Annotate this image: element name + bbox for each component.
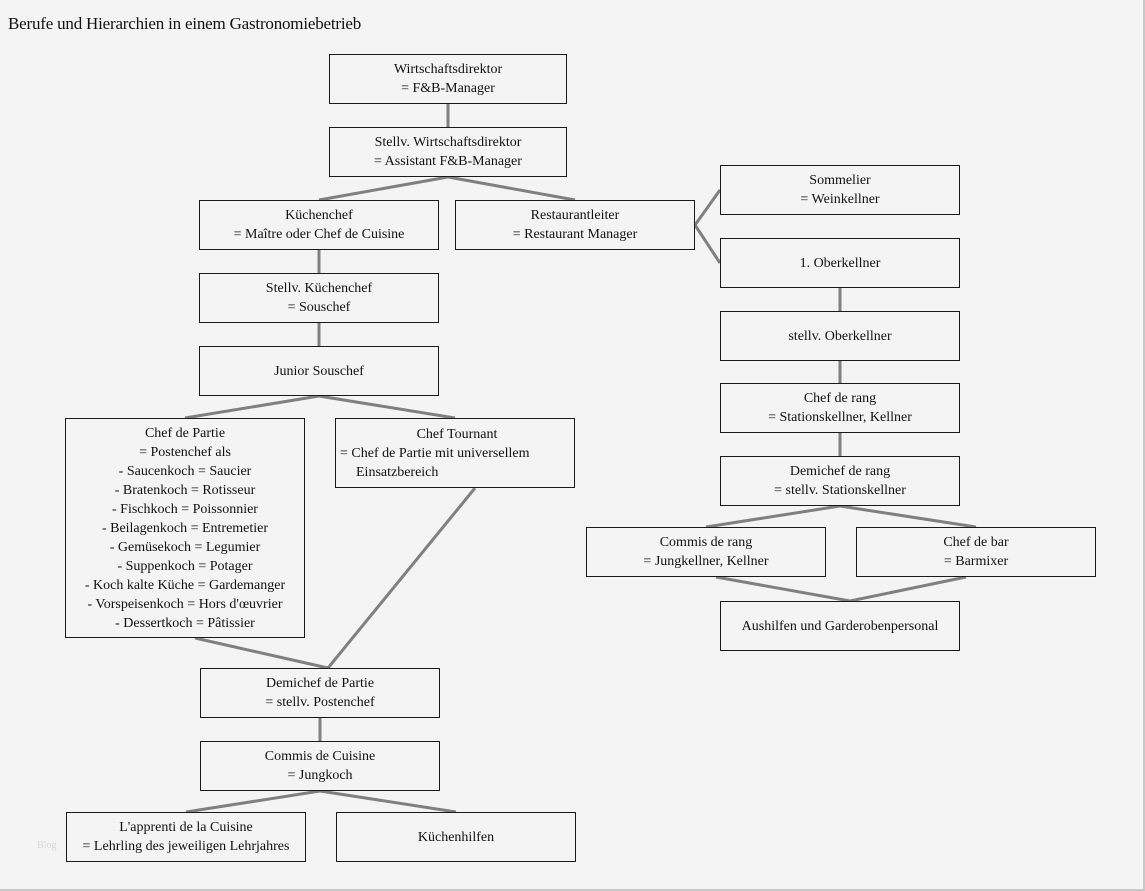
node-subtitle: - Suppenkoch = Potager xyxy=(117,558,253,574)
node-kuechenchef: Küchenchef = Maître oder Chef de Cuisine xyxy=(199,200,439,250)
node-title: Aushilfen und Garderobenpersonal xyxy=(741,618,939,634)
node-subtitle: = Jungkoch xyxy=(287,768,353,783)
node-subtitle: - Saucenkoch = Saucier xyxy=(118,463,252,479)
node-subtitle: = Chef de Partie mit universellem xyxy=(340,445,530,461)
connector-chef_de_partie-to-demichef_de_partie xyxy=(194,636,329,670)
node-wirtschaftsdirektor: Wirtschaftsdirektor = F&B-Manager xyxy=(329,54,567,104)
node-subtitle: - Vorspeisenkoch = Hors d'œuvrier xyxy=(87,596,283,612)
node-commis-de-rang: Commis de rang = Jungkellner, Kellner xyxy=(586,527,826,577)
connector-junior_souschef-to-chef_de_partie xyxy=(184,394,320,420)
node-subtitle: - Koch kalte Küche = Gardemanger xyxy=(84,577,286,593)
node-title: L'apprenti de la Cuisine xyxy=(119,820,253,835)
connector-commis_de_cuisine-to-kuechenhilfen xyxy=(319,789,457,814)
node-stellv-kuechenchef: Stellv. Küchenchef = Souschef xyxy=(199,273,439,323)
node-sommelier: Sommelier = Weinkellner xyxy=(720,165,960,215)
connector-restaurantleiter-to-oberkellner xyxy=(693,224,722,264)
node-subtitle: = Barmixer xyxy=(943,554,1009,569)
diagram-title: Berufe und Hierarchien in einem Gastrono… xyxy=(8,14,362,33)
node-title: Chef de bar xyxy=(943,535,1009,550)
connector-restaurantleiter-to-sommelier xyxy=(693,189,722,226)
node-title: Demichef de rang xyxy=(789,464,891,479)
node-title: stellv. Oberkellner xyxy=(788,328,892,344)
node-title: Chef Tournant xyxy=(416,426,498,442)
node-aushilfen: Aushilfen und Garderobenpersonal xyxy=(720,601,960,651)
node-subtitle: - Gemüsekoch = Legumier xyxy=(109,539,261,555)
node-commis-de-cuisine: Commis de Cuisine = Jungkoch xyxy=(200,741,440,791)
node-title: 1. Oberkellner xyxy=(799,255,881,271)
node-title: Chef de rang xyxy=(803,391,877,406)
node-subtitle: - Fischkoch = Poissonnier xyxy=(112,501,258,517)
node-title: Wirtschaftsdirektor xyxy=(393,62,503,77)
node-title: Commis de rang xyxy=(659,535,753,550)
node-subtitle: - Beilagenkoch = Entremetier xyxy=(101,520,269,536)
node-chef-de-bar: Chef de bar = Barmixer xyxy=(856,527,1096,577)
connector-junior_souschef-to-chef_tournant xyxy=(318,394,456,420)
node-chef-de-rang: Chef de rang = Stationskellner, Kellner xyxy=(720,383,960,433)
node-subtitle: = stellv. Stationskellner xyxy=(774,483,906,498)
node-subtitle: = Assistant F&B-Manager xyxy=(374,154,522,169)
node-subtitle: - Bratenkoch = Rotisseur xyxy=(114,482,256,498)
node-subtitle: = stellv. Postenchef xyxy=(265,695,375,710)
node-stellv-wirtschaftsdirektor: Stellv. Wirtschaftsdirektor = Assistant F… xyxy=(329,127,567,177)
node-subtitle: Einsatzbereich xyxy=(356,464,439,480)
connector-stellv_wirtschaftsdirektor-to-kuechenchef xyxy=(318,175,449,202)
connector-demichef_de_rang-to-chef_de_bar xyxy=(839,504,977,529)
node-apprenti: L'apprenti de la Cuisine = Lehrling des j… xyxy=(66,812,306,862)
connector-chef_tournant-to-demichef_de_partie xyxy=(326,487,477,669)
node-title: Stellv. Küchenchef xyxy=(265,281,373,296)
node-title: Restaurantleiter xyxy=(530,208,620,223)
node-subtitle: = Stationskellner, Kellner xyxy=(768,410,912,425)
watermark: Blog xyxy=(37,840,57,851)
node-title: Stellv. Wirtschaftsdirektor xyxy=(374,135,522,150)
node-title: Sommelier xyxy=(809,173,871,188)
node-subtitle: = Jungkellner, Kellner xyxy=(643,554,769,569)
node-stellv-oberkellner: stellv. Oberkellner xyxy=(720,311,960,361)
node-subtitle: - Dessertkoch = Pâtissier xyxy=(115,615,255,631)
connector-chef_de_bar-to-aushilfen xyxy=(849,575,967,603)
node-subtitle: = Maître oder Chef de Cuisine xyxy=(233,227,405,242)
node-restaurantleiter: Restaurantleiter = Restaurant Manager xyxy=(455,200,695,250)
node-demichef-de-rang: Demichef de rang = stellv. Stationskellne… xyxy=(720,456,960,506)
connector-commis_de_rang-to-aushilfen xyxy=(715,575,851,603)
node-subtitle: = Postenchef als xyxy=(139,444,231,460)
node-title: Junior Souschef xyxy=(274,363,364,379)
node-chef-tournant: Chef Tournant = Chef de Partie mit univer… xyxy=(335,418,575,488)
connector-demichef_de_rang-to-commis_de_rang xyxy=(705,504,841,529)
node-oberkellner: 1. Oberkellner xyxy=(720,238,960,288)
node-title: Chef de Partie xyxy=(144,425,226,441)
node-subtitle: = Restaurant Manager xyxy=(512,227,638,242)
node-title: Küchenhilfen xyxy=(417,829,495,845)
connector-stellv_wirtschaftsdirektor-to-restaurantleiter xyxy=(447,175,576,202)
node-title: Commis de Cuisine xyxy=(264,749,376,764)
node-title: Küchenchef xyxy=(285,208,353,223)
node-junior-souschef: Junior Souschef xyxy=(199,346,439,396)
node-chef-de-partie: Chef de Partie = Postenchef als - Saucenko… xyxy=(65,418,305,638)
connector-commis_de_cuisine-to-apprenti xyxy=(185,789,321,814)
node-subtitle: = Lehrling des jeweiligen Lehrjahres xyxy=(82,839,290,854)
node-subtitle: = Souschef xyxy=(287,300,351,315)
node-title: Demichef de Partie xyxy=(265,676,375,691)
node-subtitle: = Weinkellner xyxy=(800,192,880,207)
node-subtitle: = F&B-Manager xyxy=(401,81,495,96)
node-demichef-de-partie: Demichef de Partie = stellv. Postenchef xyxy=(200,668,440,718)
node-kuechenhilfen: Küchenhilfen xyxy=(336,812,576,862)
